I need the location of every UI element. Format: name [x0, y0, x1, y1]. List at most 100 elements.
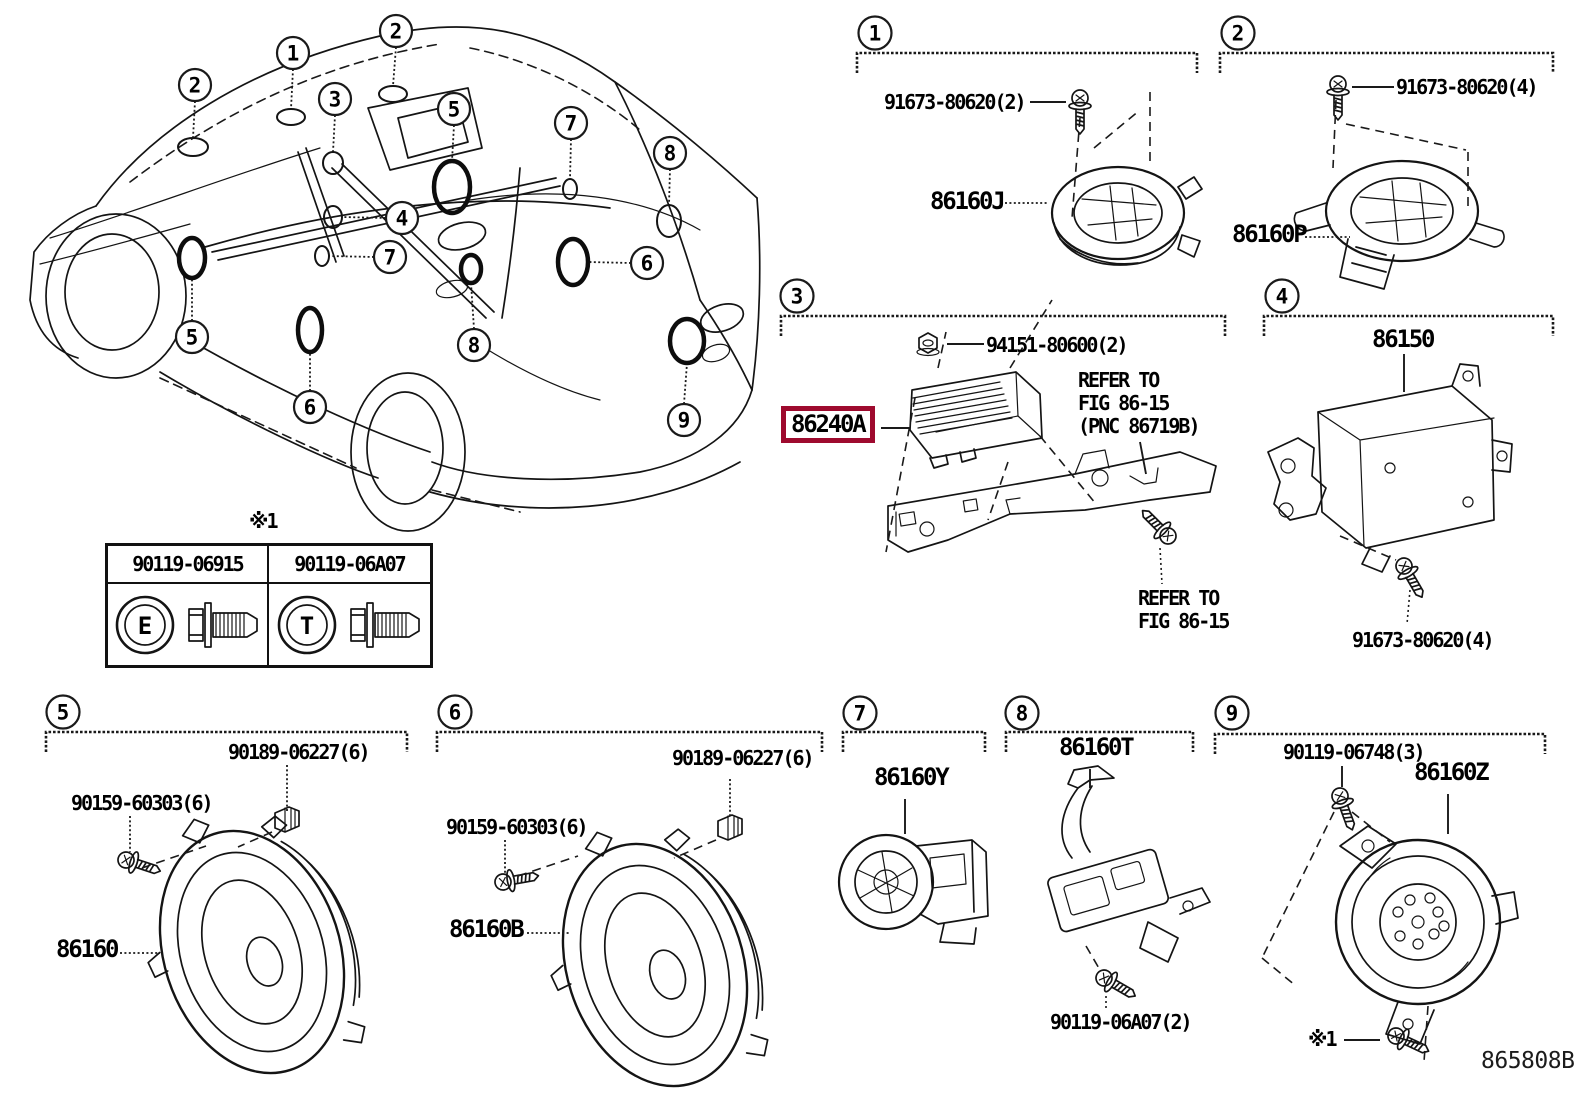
s9-screw-icon: [1326, 783, 1364, 835]
callout-number-circle: [652, 135, 688, 171]
bolt-side-icon: [187, 601, 258, 648]
section-5-header: 5: [44, 694, 409, 752]
section-2-header: 2: [1218, 15, 1555, 73]
section-number: 5: [57, 701, 70, 725]
s3-nut-icon: [916, 332, 940, 357]
car-callout-4: 4: [323, 200, 420, 236]
car-callout-6: 6: [292, 305, 328, 425]
section-number: 3: [791, 285, 804, 309]
speaker-location-mark: [314, 245, 330, 267]
s8-screw-part-number: 90119-06A07(2): [1050, 1010, 1193, 1034]
s3-projection-lines: [885, 299, 1097, 553]
section-number: 9: [1226, 702, 1239, 726]
section-number: 2: [1232, 22, 1245, 46]
s8-screw-icon: [1090, 963, 1142, 1007]
svg-text:T: T: [299, 612, 313, 640]
callout-number-circle: [436, 91, 472, 127]
section-number-circle: [779, 278, 815, 314]
bolt-side-icon: [349, 601, 420, 648]
s9-speaker-part-number: 86160Z: [1414, 758, 1490, 786]
callout-number: 5: [186, 326, 199, 350]
car-callout-6: 6: [555, 236, 665, 288]
s6-screw-part-number: 90159-60303(6): [446, 815, 589, 839]
section-number-circle: [857, 15, 893, 51]
s6-projection-lines: [517, 839, 717, 877]
s3-refer-note-1: REFER TO FIG 86-15 (PNC 86719B): [1078, 368, 1200, 438]
s5-projection-lines: [141, 831, 273, 869]
s1-projection-lines: [1071, 92, 1151, 219]
fastener-col1-part-number: 90119-06915: [108, 546, 269, 584]
callout-number: 4: [396, 207, 409, 231]
callout-number-circle: [384, 200, 420, 236]
section-6-header: 6: [435, 694, 824, 752]
speaker-86160J-drawing: [1050, 165, 1203, 266]
amplifier-86240A-drawing: [909, 371, 1043, 469]
bolt-head-T-icon: T: [277, 595, 336, 654]
callout-number: 7: [384, 246, 397, 270]
speaker-86160Y-drawing: [837, 833, 989, 945]
s6-speaker-part-number: 86160B: [449, 915, 525, 943]
car-callout-7: 7: [314, 239, 408, 275]
car-callout-3: 3: [317, 81, 353, 175]
section-number: 7: [854, 702, 867, 726]
s3-screw-icon: [1133, 501, 1183, 551]
s3-screw-thread-line: [1159, 547, 1163, 585]
callout-number: 9: [678, 409, 691, 433]
s9-note-ref: ※1: [1308, 1027, 1338, 1051]
bolt-head-E-icon: E: [115, 595, 174, 654]
callout-number-circle: [378, 13, 414, 49]
fastener-col2-icons: T: [269, 584, 430, 665]
callout-number-circle: [275, 35, 311, 71]
callout-number: 8: [468, 334, 481, 358]
s5-clip-part-number: 90189-06227(6): [228, 740, 371, 764]
speaker-86160B-drawing: [512, 795, 790, 1099]
car-callout-1: 1: [275, 35, 311, 126]
section-number: 8: [1016, 702, 1029, 726]
fastener-col2-part-number: 90119-06A07: [269, 546, 430, 584]
speaker-location-mark: [323, 205, 343, 229]
leader-lines: [120, 86, 1449, 1041]
speaker-86160P-drawing: [1293, 159, 1505, 290]
speaker-location-mark: [378, 85, 408, 103]
s6-screw-icon: [492, 864, 542, 896]
fastener-spec-table: 90119-06915 90119-06A07 E T: [105, 543, 433, 668]
s3-refer-note-2: REFER TO FIG 86-15: [1138, 586, 1230, 633]
callout-number-circle: [177, 67, 213, 103]
car-callout-2: 2: [378, 13, 414, 103]
section-number: 1: [869, 22, 882, 46]
s2-speaker-part-number: 86160P: [1232, 220, 1308, 248]
callout-number: 1: [287, 42, 300, 66]
speaker-location-mark: [176, 235, 208, 281]
callout-number: 2: [189, 74, 202, 98]
section-number-circle: [1004, 695, 1040, 731]
s8-speaker-part-number: 86160T: [1059, 733, 1135, 761]
amplifier-bracket-drawing: [887, 449, 1217, 553]
section-number-circle: [842, 695, 878, 731]
car-callout-2: 2: [177, 67, 213, 157]
s7-speaker-part-number: 86160Y: [874, 763, 950, 791]
s4-screw-icon: [1389, 552, 1433, 604]
speaker-location-mark: [276, 108, 306, 126]
speaker-location-mark: [458, 252, 484, 286]
speaker-86160-drawing: [109, 782, 387, 1099]
s2-screw-part-number: 91673-80620(4): [1396, 75, 1539, 99]
s3-amplifier-part-number: 86240A: [781, 406, 875, 443]
callout-number: 2: [390, 20, 403, 44]
car-callout-8: 8: [652, 135, 688, 238]
section-number-circle: [45, 694, 81, 730]
s4-projection-line: [1339, 535, 1397, 561]
s2-screw-icon: [1326, 75, 1350, 121]
s5-speaker-part-number: 86160: [56, 935, 119, 963]
section-8-header: 8: [1004, 695, 1195, 752]
fastener-col1-icons: E: [108, 584, 269, 665]
s4-screw-thread-line: [1406, 589, 1411, 625]
callout-number-circle: [292, 389, 328, 425]
s6-clip-icon: [717, 814, 743, 841]
section-number: 6: [449, 701, 462, 725]
callout-number-circle: [317, 81, 353, 117]
section-7-header: 7: [841, 695, 987, 752]
speaker-location-mark: [656, 204, 682, 238]
figure-code: 865808B: [1481, 1048, 1575, 1074]
callout-number-circle: [553, 105, 589, 141]
